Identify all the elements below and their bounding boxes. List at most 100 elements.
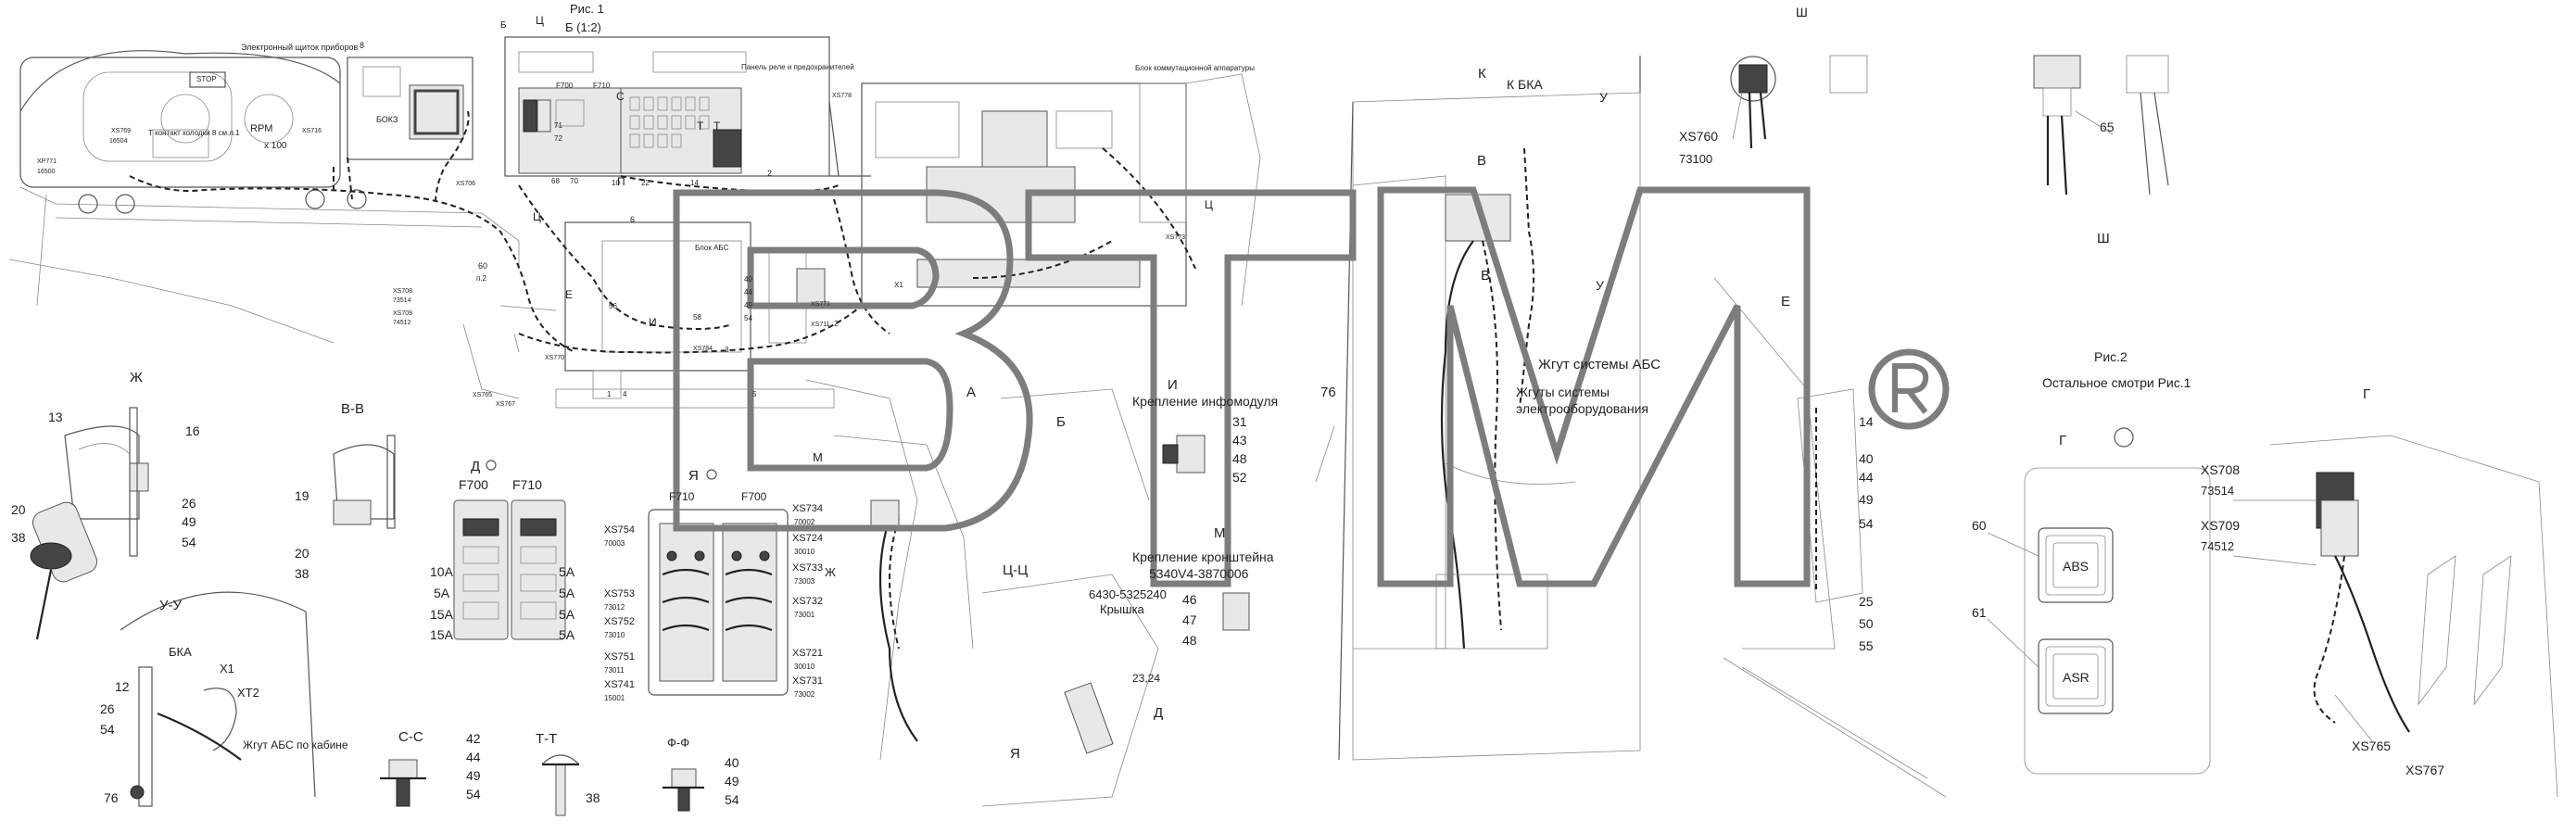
center-d-label: Д	[1154, 705, 1163, 721]
cover-label: Крышка	[1100, 602, 1145, 616]
zh-num-26: 26	[182, 496, 196, 511]
mark-60: 60	[478, 261, 487, 271]
right-code-73100: 73100	[1679, 152, 1712, 166]
bka-label: БКА	[169, 645, 192, 659]
btm-logo-watermark	[673, 186, 1950, 587]
harness-el-label-2: электрооборудования	[1516, 401, 1648, 416]
uu-num-12: 12	[115, 679, 130, 694]
right-num-14: 14	[1859, 414, 1874, 429]
bokz-label: БОКЗ	[376, 115, 398, 124]
mount-bracket-label: Крепление кронштейна	[1132, 549, 1274, 564]
pair-23-24: 23,24	[1132, 672, 1160, 685]
relay-f710-label: F710	[669, 490, 695, 503]
right-k-label: К	[1478, 66, 1486, 82]
right-num-55: 55	[1859, 638, 1874, 653]
relay-xs721: XS721	[792, 648, 823, 659]
fuse-f700-label: F700	[459, 477, 488, 492]
right-v1-label: В	[1477, 153, 1486, 169]
mark-xs784: XS784	[693, 346, 713, 352]
mark-8: 8	[360, 41, 364, 50]
center-cc-label: Ц-Ц	[1003, 562, 1028, 578]
mark-10: 10	[612, 179, 620, 187]
mark-f710: F710	[593, 82, 611, 90]
relay-m-label: М	[813, 450, 823, 464]
relay-70002: 70002	[794, 518, 815, 526]
mark-c3: Ц	[1205, 198, 1213, 211]
leader-lines	[1315, 92, 2373, 742]
abs-button-label: ABS	[2063, 559, 2089, 574]
fuse-f710-label: F710	[512, 477, 542, 492]
right-kbka-label: К БКА	[1507, 77, 1543, 92]
mark-xs765: XS765	[473, 392, 492, 398]
mark-p: П	[617, 175, 625, 188]
mark-xs709: XS709	[393, 310, 412, 317]
relay-xs752: XS752	[604, 616, 635, 627]
cc-num-49: 49	[466, 768, 481, 783]
fig2-xs765: XS765	[2352, 738, 2391, 753]
connector-sh	[1730, 55, 2169, 196]
mark-c1: Ц	[536, 14, 544, 27]
cc-num-44: 44	[466, 750, 481, 764]
amp-right-2: 5А	[559, 586, 575, 600]
mark-54: 54	[744, 314, 752, 322]
relay-xs741: XS741	[604, 679, 635, 690]
mark-6: 6	[630, 215, 635, 224]
mark-71: 71	[554, 121, 562, 130]
section-tt	[541, 754, 580, 816]
mark-22: 22	[641, 179, 650, 187]
right-sh2-label: Ш	[2097, 231, 2110, 246]
fig2-num-60: 60	[1972, 518, 1987, 533]
relay-xs734: XS734	[792, 503, 823, 514]
m-num-46: 46	[1182, 592, 1197, 607]
cab-view-right	[1338, 56, 1947, 798]
right-num-49: 49	[1859, 492, 1874, 507]
section-ff-label: Ф-Ф	[667, 736, 689, 750]
fig2-xs709: XS709	[2201, 518, 2240, 533]
mark-xs769: XS769	[111, 128, 131, 134]
fig2-panel	[2024, 427, 2558, 798]
bracket-code: 5340V4-3870006	[1149, 566, 1249, 581]
vv-num-38: 38	[295, 566, 309, 581]
relay-xs724: XS724	[792, 533, 823, 544]
relay-xs753: XS753	[604, 588, 635, 600]
fig2-g2-label: Г	[2363, 386, 2370, 402]
fig2-xs708: XS708	[2201, 462, 2240, 477]
relay-73010: 73010	[604, 631, 625, 639]
m-num-48: 48	[1182, 633, 1197, 648]
mark-40: 40	[744, 275, 752, 284]
contact-label: Т контакт колодки 8 см.л.1	[148, 129, 240, 137]
relay-73001: 73001	[794, 611, 815, 619]
ff-num-40: 40	[725, 755, 739, 770]
fig2-xs767: XS767	[2406, 763, 2444, 777]
zh-num-54: 54	[182, 535, 196, 549]
fig1-subtitle: Б (1:2)	[565, 20, 601, 34]
mark-49: 49	[744, 301, 752, 309]
mark-4: 4	[623, 390, 627, 398]
mark-xs706: XS706	[456, 181, 475, 187]
zh-num-16: 16	[185, 423, 200, 438]
relay-label: Панель реле и предохранителей	[741, 63, 854, 71]
relay-30010a: 30010	[794, 548, 815, 556]
mark-44: 44	[744, 288, 752, 297]
m-num-47: 47	[1182, 612, 1197, 627]
relay-73011: 73011	[604, 666, 625, 675]
mark-x1: X1	[894, 281, 903, 289]
view-vv	[333, 435, 396, 529]
mark-5: 5	[752, 390, 757, 398]
right-num-44: 44	[1859, 470, 1874, 485]
mark-14: 14	[690, 179, 699, 187]
mark-56: 56	[609, 302, 617, 310]
mark-2b: 2	[834, 320, 839, 328]
info-num-31: 31	[1232, 414, 1247, 429]
abs-block-label: Блок АБС	[695, 244, 729, 252]
view-uu-label: У-У	[159, 598, 183, 613]
amp-right-1: 5А	[559, 564, 575, 579]
relay-73012: 73012	[604, 603, 625, 612]
mark-c2: Ц	[533, 210, 541, 223]
amp-right-4: 5А	[559, 627, 575, 642]
right-num-50: 50	[1859, 616, 1874, 631]
uu-num-54: 54	[100, 722, 115, 737]
mark-1: 1	[607, 390, 612, 398]
relay-zh-label: Ж	[825, 565, 836, 579]
mark-16504: 16504	[109, 138, 128, 145]
